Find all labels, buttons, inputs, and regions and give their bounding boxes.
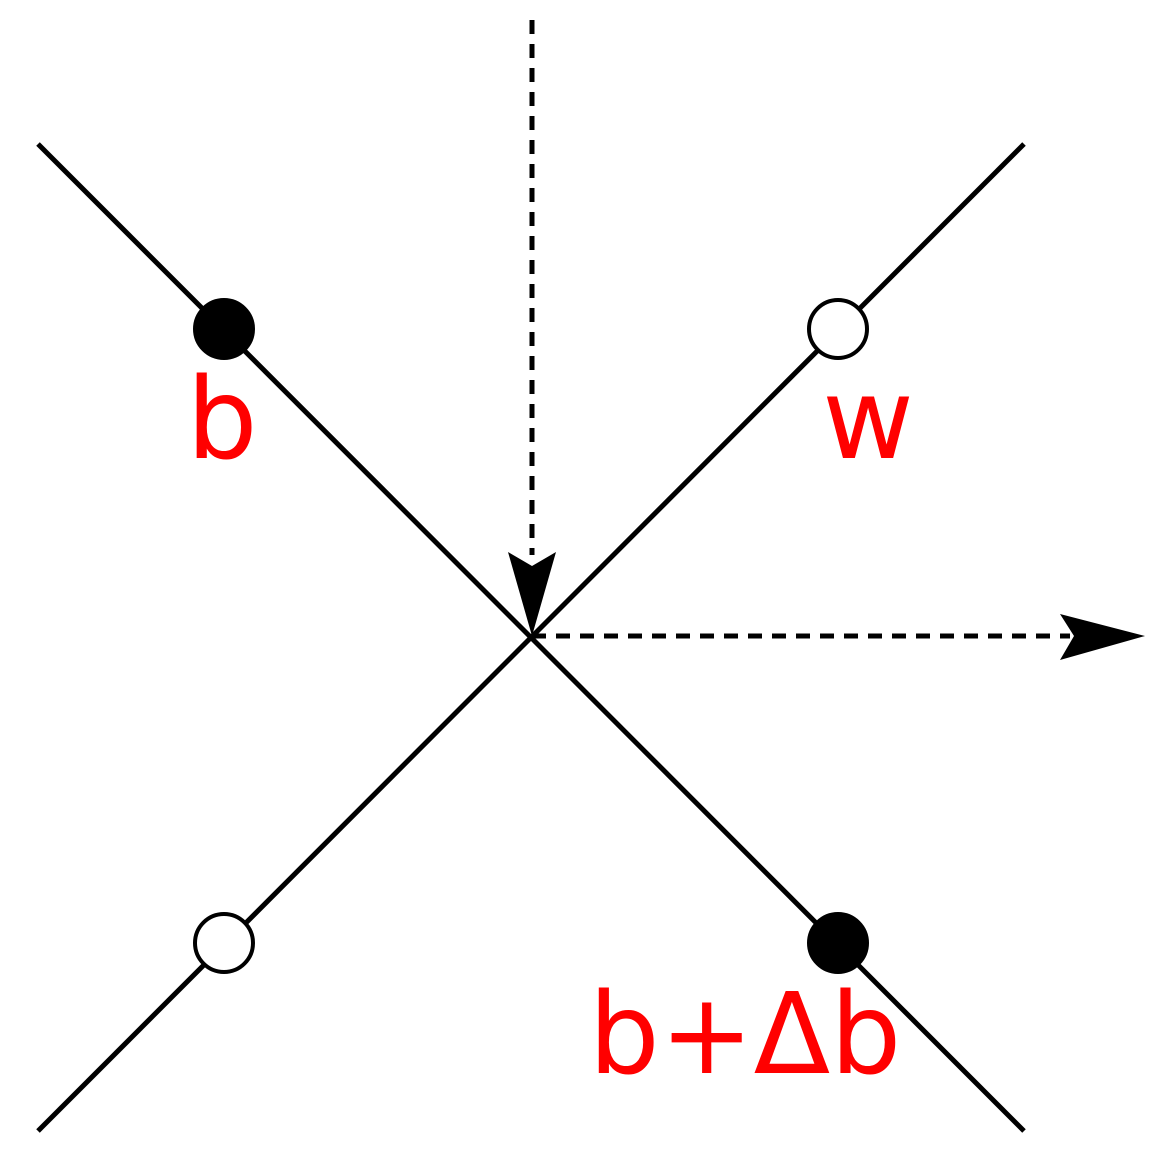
incoming-arrowhead <box>508 552 556 636</box>
white-node-bottom-left <box>193 912 255 974</box>
outgoing-arrowhead <box>1060 614 1145 660</box>
white-node-top-right <box>807 298 869 360</box>
black-node-bottom-right <box>807 912 869 974</box>
black-node-top-left <box>193 298 255 360</box>
label-w: w <box>822 355 914 485</box>
label-b-plus-delta-b: b+Δb <box>589 970 902 1100</box>
label-b: b <box>186 355 257 485</box>
